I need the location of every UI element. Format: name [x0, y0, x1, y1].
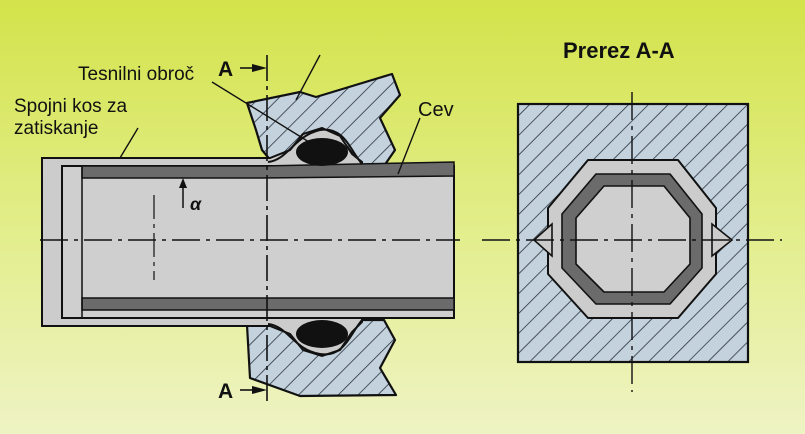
tube-wall-bottom — [81, 297, 455, 311]
side-view: Tesnilni obroč Spojni kos za zatiskanje … — [14, 54, 460, 405]
tube-body — [61, 165, 455, 319]
seal-ring-bottom — [296, 320, 348, 348]
label-angle: α — [190, 194, 202, 214]
section-tube-bore — [575, 185, 691, 293]
seal-groove-bottom — [267, 319, 363, 356]
angle-arrowhead — [179, 178, 187, 188]
label-tube: Cev — [418, 99, 454, 121]
leader-jaw — [295, 54, 321, 101]
leader-tube — [397, 117, 421, 175]
label-section-bottom: A — [218, 380, 233, 403]
label-seal-ring: Tesnilni obroč — [78, 64, 194, 85]
label-fitting-line1: Spojni kos za — [14, 96, 127, 117]
label-section-top: A — [218, 58, 233, 81]
section-arrow-top — [252, 64, 267, 72]
section-title: Prerez A-A — [563, 38, 675, 63]
leader-seal-ring — [211, 81, 323, 151]
leader-fitting — [119, 127, 139, 159]
section-view: Prerez A-A — [482, 38, 782, 392]
seal-ring-top — [296, 138, 348, 166]
section-arrow-bottom — [252, 386, 267, 394]
label-fitting-line2: zatiskanje — [14, 118, 99, 139]
seal-groove-top — [267, 128, 363, 165]
